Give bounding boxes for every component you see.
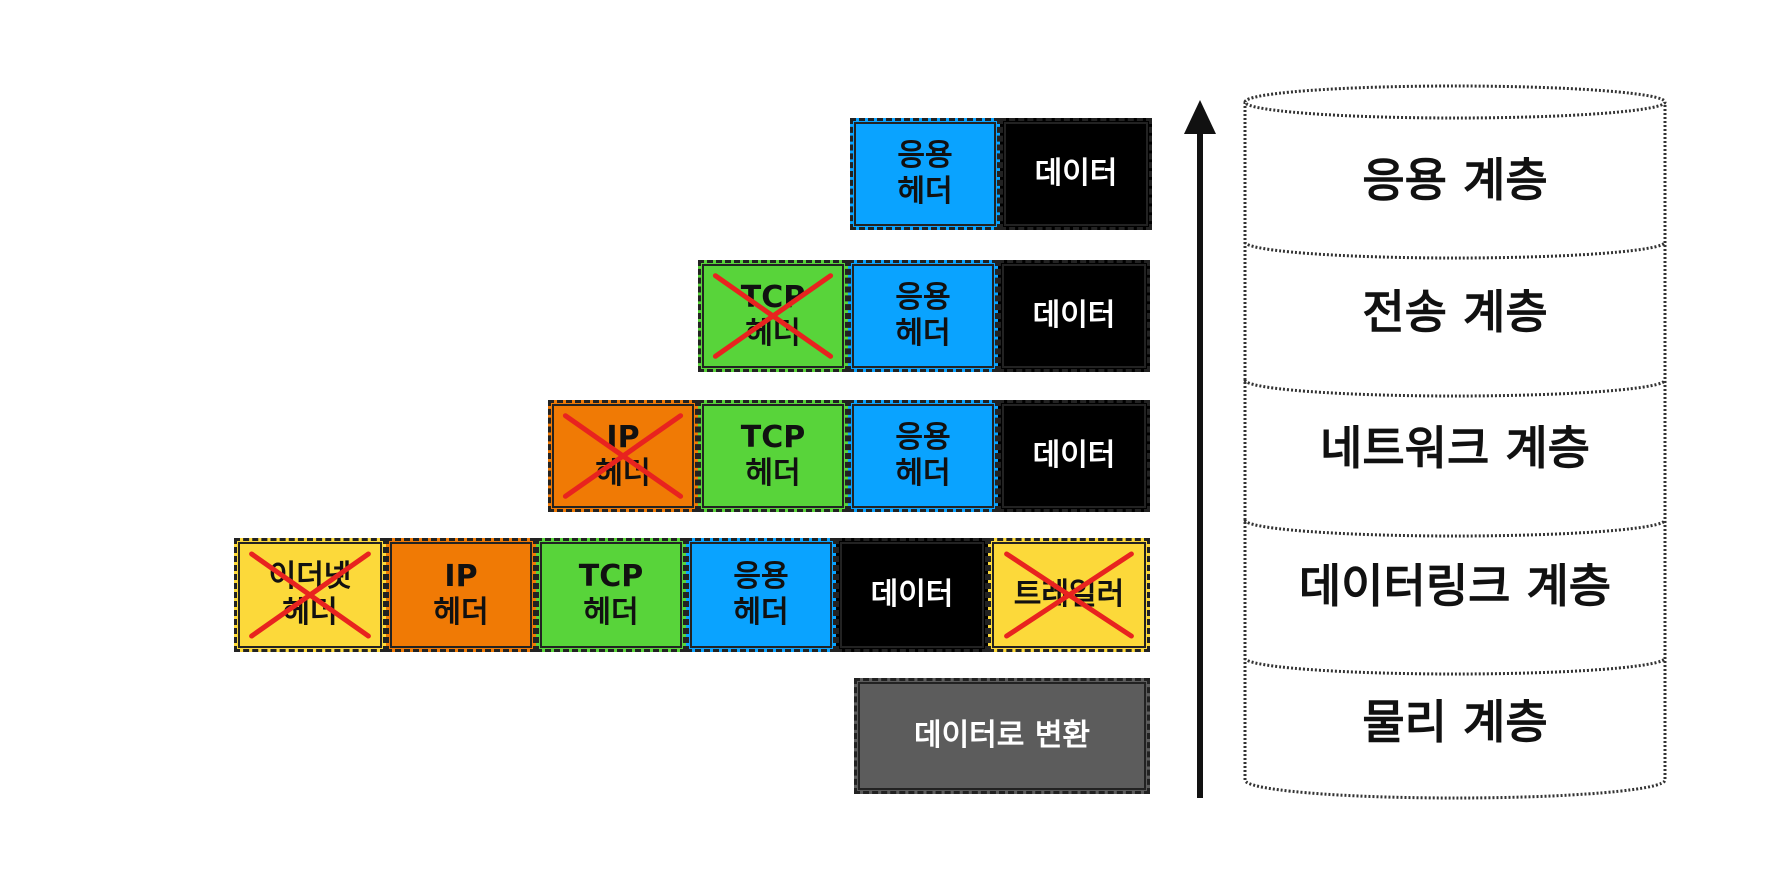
data-block: 데이터 [836, 538, 988, 652]
ip-header-block: IP 헤더 [386, 538, 536, 652]
layer-divider [1243, 379, 1667, 398]
layer-datalink: 데이터링크 계층 [1298, 559, 1612, 613]
block-label: 데이터 [1034, 156, 1118, 191]
layer-network: 네트워크 계층 [1320, 421, 1590, 475]
block-label: 이더넷 헤더 [268, 559, 352, 630]
block-label: 응용 헤더 [897, 138, 953, 209]
block-label: 응용 헤더 [733, 559, 789, 630]
block-label: IP 헤더 [595, 420, 651, 491]
tcp-header-block-crossed: TCP 헤더 [698, 260, 848, 372]
app-header-block: 응용 헤더 [686, 538, 836, 652]
trailer-block-crossed: 트레일러 [988, 538, 1150, 652]
layer-divider [1243, 519, 1667, 538]
block-label: TCP 헤더 [578, 559, 644, 630]
tcp-header-block: TCP 헤더 [536, 538, 686, 652]
layer-stack-cylinder [1243, 84, 1667, 800]
up-arrow-icon [1184, 100, 1216, 798]
layer-application: 응용 계층 [1362, 153, 1548, 207]
block-label: 데이터 [1032, 298, 1116, 333]
layer-physical: 물리 계층 [1362, 695, 1548, 749]
block-label: 데이터로 변환 [913, 718, 1091, 753]
block-label: 트레일러 [1013, 577, 1125, 612]
ip-header-block-crossed: IP 헤더 [548, 400, 698, 512]
block-label: TCP 헤더 [740, 280, 806, 351]
app-header-block: 응용 헤더 [848, 260, 998, 372]
layer-divider [1243, 241, 1667, 260]
block-label: IP 헤더 [433, 559, 489, 630]
block-label: 응용 헤더 [895, 420, 951, 491]
block-label: 데이터 [1032, 438, 1116, 473]
tcp-header-block: TCP 헤더 [698, 400, 848, 512]
data-block: 데이터 [998, 400, 1150, 512]
block-label: TCP 헤더 [740, 420, 806, 491]
converted-data-block: 데이터로 변환 [854, 678, 1150, 794]
arrow-head [1184, 100, 1216, 134]
ethernet-header-block-crossed: 이더넷 헤더 [234, 538, 386, 652]
app-header-block: 응용 헤더 [850, 118, 1000, 230]
data-block: 데이터 [998, 260, 1150, 372]
block-label: 데이터 [870, 577, 954, 612]
app-header-block: 응용 헤더 [848, 400, 998, 512]
block-label: 응용 헤더 [895, 280, 951, 351]
cylinder-body [1243, 102, 1667, 800]
layer-transport: 전송 계층 [1362, 285, 1548, 339]
layer-divider [1243, 657, 1667, 676]
data-block: 데이터 [1000, 118, 1152, 230]
cylinder-top [1243, 84, 1667, 120]
